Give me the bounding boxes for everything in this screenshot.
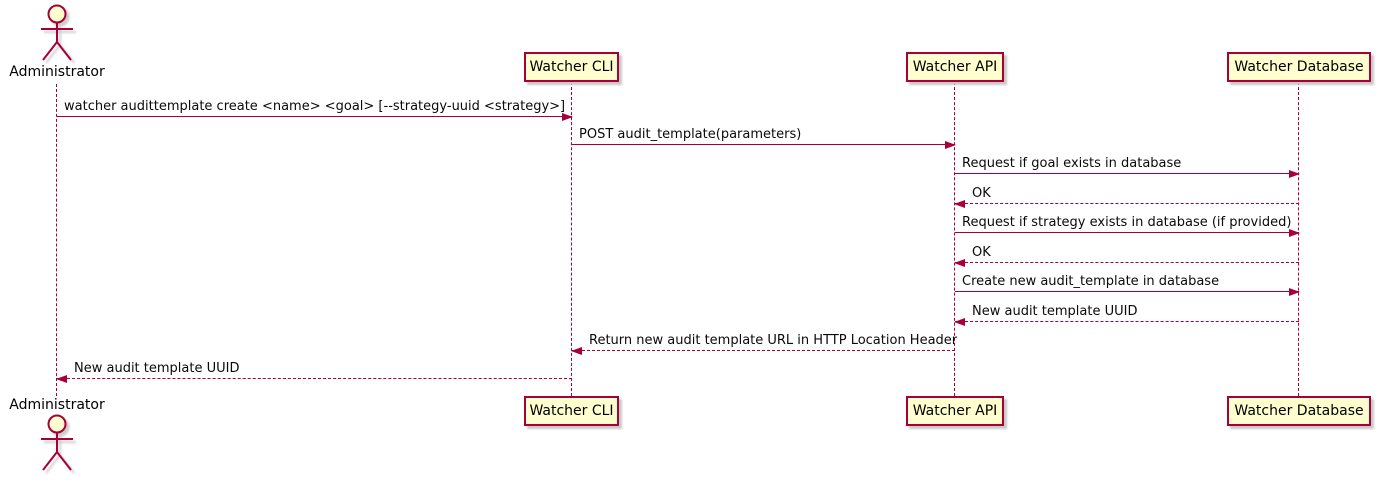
message-5-line	[955, 232, 1299, 233]
message-6-text: OK	[972, 245, 991, 260]
message-1-text: watcher audittemplate create <name> <goa…	[64, 99, 566, 114]
message-8: New audit template UUID	[954, 302, 1299, 326]
lifeline-watcher-db	[1298, 82, 1299, 396]
message-3-line	[955, 173, 1299, 174]
arrowhead-left-icon	[571, 347, 582, 355]
participant-box-watcher-api-bottom: Watcher API	[906, 396, 1004, 426]
message-1: watcher audittemplate create <name> <goa…	[57, 97, 573, 121]
arrowhead-right-icon	[1289, 288, 1300, 296]
actor-icon	[37, 3, 77, 63]
participant-box-watcher-db-top: Watcher Database	[1227, 52, 1371, 82]
arrowhead-right-icon	[945, 141, 956, 149]
message-9-text: Return new audit template URL in HTTP Lo…	[589, 333, 958, 348]
arrowhead-left-icon	[56, 375, 67, 383]
message-8-line	[955, 321, 1299, 322]
message-9: Return new audit template URL in HTTP Lo…	[571, 331, 958, 355]
participant-box-watcher-api-top: Watcher API	[906, 52, 1004, 82]
arrowhead-left-icon	[954, 259, 965, 267]
actor-label-top: Administrator	[9, 64, 105, 80]
message-2-text: POST audit_template(parameters)	[579, 127, 802, 142]
message-10-line	[57, 378, 572, 379]
lifeline-watcher-cli	[571, 82, 572, 396]
message-2: POST audit_template(parameters)	[572, 125, 956, 149]
message-6: OK	[954, 243, 1299, 267]
message-1-line	[57, 116, 572, 117]
message-6-line	[955, 262, 1299, 263]
actor-icon	[37, 413, 77, 473]
arrowhead-left-icon	[954, 318, 965, 326]
participant-box-watcher-db-bottom: Watcher Database	[1227, 396, 1371, 426]
message-8-text: New audit template UUID	[972, 304, 1138, 319]
message-5: Request if strategy exists in database (…	[955, 213, 1300, 237]
message-4-text: OK	[972, 186, 991, 201]
participant-box-watcher-cli-bottom: Watcher CLI	[524, 396, 619, 426]
message-10-text: New audit template UUID	[74, 361, 240, 376]
message-9-line	[572, 350, 955, 351]
message-10: New audit template UUID	[56, 359, 572, 383]
participant-box-watcher-cli-top: Watcher CLI	[524, 52, 619, 82]
arrowhead-right-icon	[1289, 229, 1300, 237]
arrowhead-right-icon	[562, 113, 573, 121]
message-5-text: Request if strategy exists in database (…	[962, 215, 1292, 230]
message-3: Request if goal exists in database	[955, 154, 1300, 178]
message-4-line	[955, 203, 1299, 204]
arrowhead-left-icon	[954, 200, 965, 208]
message-4: OK	[954, 184, 1299, 208]
lifeline-administrator	[56, 84, 57, 396]
message-3-text: Request if goal exists in database	[962, 156, 1182, 171]
message-2-line	[572, 144, 955, 145]
actor-label-bottom: Administrator	[9, 397, 105, 413]
arrowhead-right-icon	[1289, 170, 1300, 178]
lifeline-watcher-api	[954, 82, 955, 396]
message-7-line	[955, 291, 1299, 292]
message-7: Create new audit_template in database	[955, 272, 1300, 296]
message-7-text: Create new audit_template in database	[962, 274, 1220, 289]
